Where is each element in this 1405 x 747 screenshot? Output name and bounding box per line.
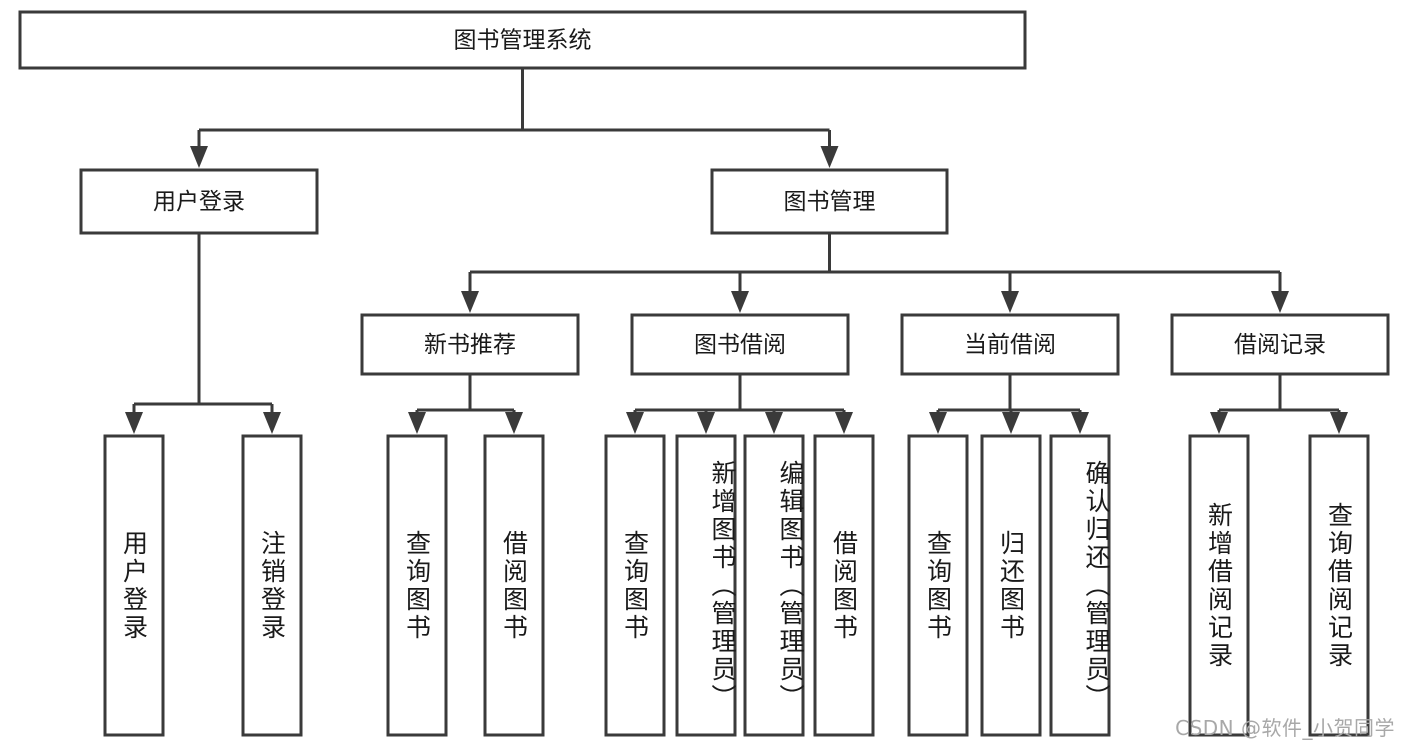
node-new-book-recommend[interactable] xyxy=(360,313,580,376)
node-leaf-add-borrow-record[interactable] xyxy=(1188,434,1250,737)
arrow-head xyxy=(505,412,523,434)
nodes-layer xyxy=(18,10,1390,737)
node-leaf-query-book-1[interactable] xyxy=(386,434,448,737)
node-leaf-logout-login[interactable] xyxy=(241,434,303,737)
node-book-borrow-label: 图书借阅 xyxy=(694,332,786,358)
arrow-head xyxy=(461,291,479,313)
arrow-head xyxy=(697,412,715,434)
arrow-head xyxy=(929,412,947,434)
node-book-borrow[interactable] xyxy=(630,313,850,376)
arrow-head xyxy=(125,412,143,434)
node-book-management[interactable] xyxy=(710,168,949,235)
arrow-head xyxy=(731,291,749,313)
arrow-head xyxy=(835,412,853,434)
node-borrow-record[interactable] xyxy=(1170,313,1390,376)
arrow-head xyxy=(1001,291,1019,313)
arrow-head xyxy=(408,412,426,434)
node-leaf-query-borrow-record[interactable] xyxy=(1308,434,1370,737)
arrow-head xyxy=(820,146,839,168)
node-current-borrow[interactable] xyxy=(900,313,1120,376)
arrow-head xyxy=(765,412,783,434)
arrow-head xyxy=(190,146,208,168)
arrow-head xyxy=(1071,412,1089,434)
node-leaf-confirm-return-admin[interactable] xyxy=(1049,434,1111,737)
node-borrow-record-label: 借阅记录 xyxy=(1234,332,1326,358)
node-leaf-user-login[interactable] xyxy=(103,434,165,737)
node-leaf-query-book-2[interactable] xyxy=(604,434,666,737)
node-root[interactable] xyxy=(18,10,1027,70)
node-new-book-recommend-label: 新书推荐 xyxy=(424,332,516,358)
arrow-head xyxy=(1210,412,1228,434)
arrow-head xyxy=(1330,412,1348,434)
node-leaf-borrow-book-2[interactable] xyxy=(813,434,875,737)
node-user-login-label: 用户登录 xyxy=(153,189,245,215)
arrow-head xyxy=(263,412,281,434)
node-book-management-label: 图书管理 xyxy=(784,189,876,215)
node-leaf-borrow-book-1[interactable] xyxy=(483,434,545,737)
watermark-text: CSDN @软件_小贺同学 xyxy=(1175,716,1395,740)
edges-layer xyxy=(125,68,1348,434)
arrow-head xyxy=(1002,412,1020,434)
node-root-label: 图书管理系统 xyxy=(454,28,592,54)
arrow-head xyxy=(1271,291,1289,313)
node-current-borrow-label: 当前借阅 xyxy=(964,332,1056,358)
node-leaf-return-book[interactable] xyxy=(980,434,1042,737)
node-user-login[interactable] xyxy=(79,168,319,235)
node-leaf-edit-book-admin[interactable] xyxy=(743,434,805,737)
node-leaf-add-book-admin[interactable] xyxy=(675,434,737,737)
arrow-head xyxy=(626,412,644,434)
node-leaf-query-book-3[interactable] xyxy=(907,434,969,737)
